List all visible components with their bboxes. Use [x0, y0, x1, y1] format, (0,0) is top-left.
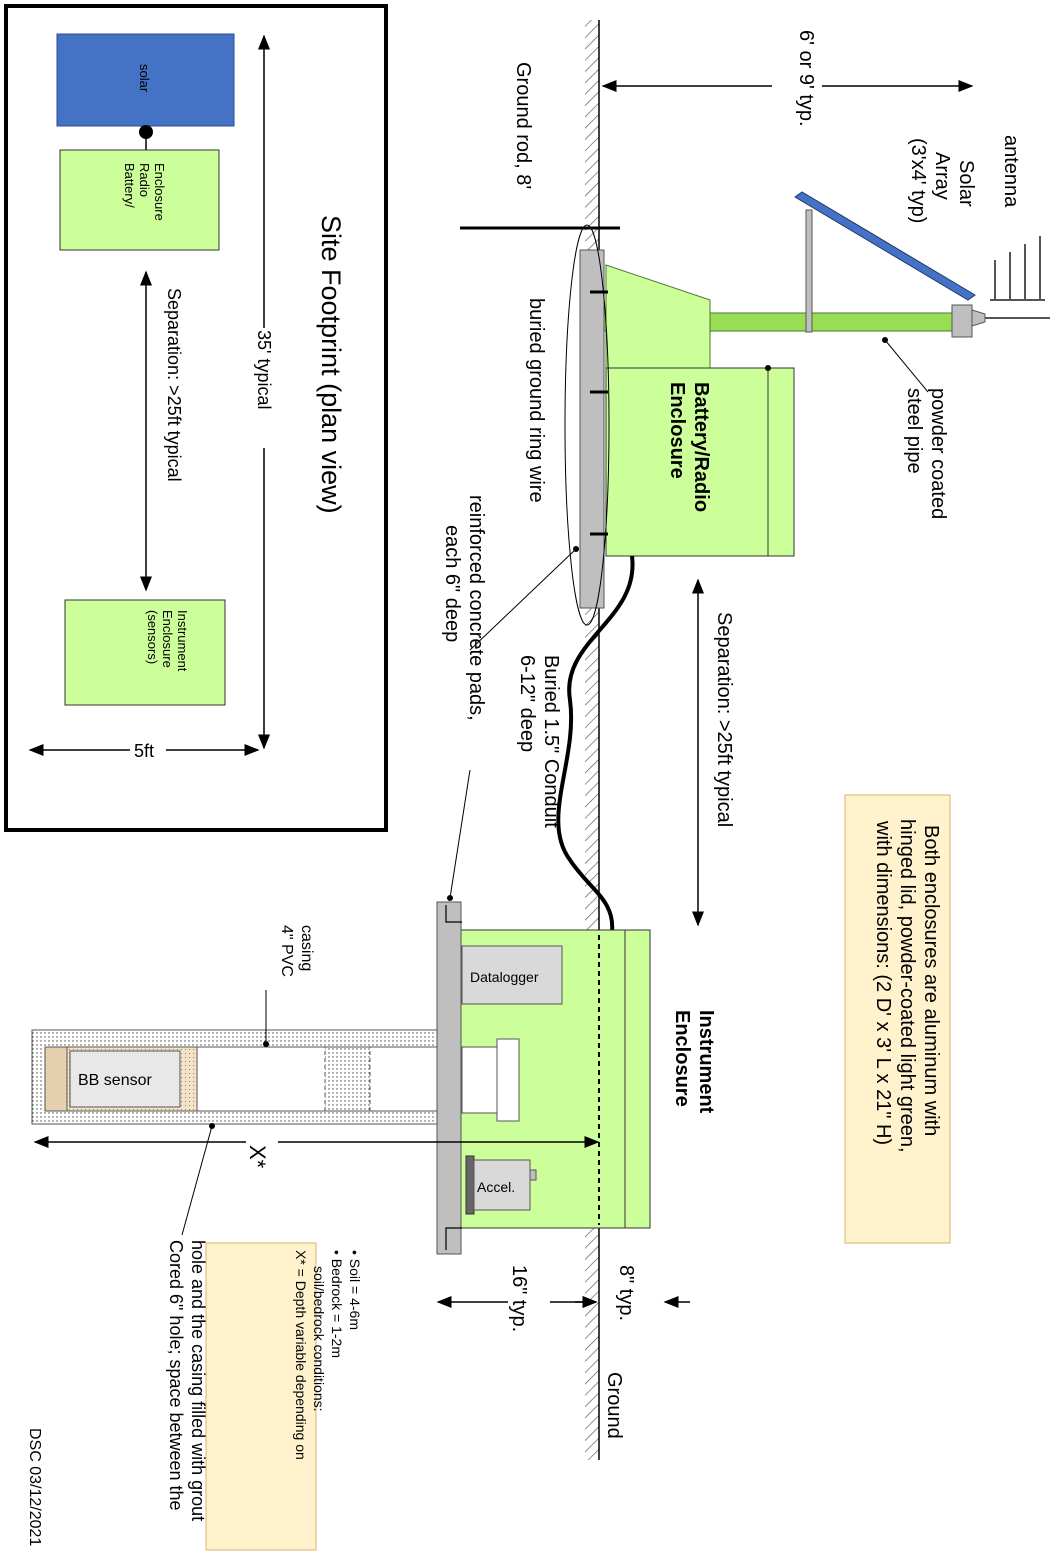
ground-surface: [585, 20, 600, 1460]
enclosure-note-text: Both enclosures are aluminum with hinged…: [872, 819, 942, 1158]
accel-plate: [465, 1155, 475, 1215]
plan-view-title: Site Footprint (plan view): [316, 215, 346, 514]
bb-sensor: [69, 1050, 181, 1108]
hole-leader-dot: [209, 1123, 215, 1129]
pipe-label: powder coated steel pipe: [903, 388, 949, 525]
pipe-leader-dot: [882, 337, 888, 343]
mount-bracket-plate: [496, 1038, 520, 1122]
enclosure-height-label: 8" typ.: [615, 1265, 637, 1321]
battery-enclosure-label: Battery/Radio Enclosure: [666, 382, 712, 518]
instrument-concrete-pad: [436, 901, 462, 1255]
pole-height-label: 6' or 9' typ.: [795, 30, 817, 127]
plan-solar-panel: [56, 33, 235, 127]
battery-hinge-dot: [765, 365, 771, 371]
casing-plug: [324, 1046, 371, 1112]
plan-view: Site Footprint (plan view) solar Battery…: [4, 4, 388, 832]
datalogger-box: [461, 945, 563, 1005]
plan-battery-enclosure: [59, 149, 220, 251]
mount-bracket-base: [461, 1046, 498, 1114]
antenna-mount: [971, 309, 986, 327]
instrument-side-elevation: Instrument Enclosure Datalogger Accel.: [436, 901, 717, 1255]
accel-connector: [529, 1169, 537, 1181]
pole-height-label-bg: [772, 30, 822, 150]
pads-leader-top: [469, 548, 577, 651]
instrument-pad-bolts: [445, 905, 462, 1250]
plan-length-label: 35' typical: [254, 330, 274, 409]
enclosure-bracket: [605, 264, 711, 371]
plan-length-label-bg: [252, 328, 274, 448]
ground-ring-wire: [564, 224, 610, 626]
battery-concrete-pad: [579, 249, 605, 609]
pipe-leader: [884, 339, 929, 393]
plan-instrument-label: Instrument Enclosure (sensors): [145, 610, 190, 675]
pads-leader-dot-bottom: [447, 895, 453, 901]
solar-panel: [794, 191, 976, 301]
pvc-leader-dot: [263, 1041, 269, 1047]
ground-rod-label: Ground rod, 8': [512, 62, 534, 189]
buried-conduit: [556, 555, 635, 933]
hole-leader: [181, 1125, 213, 1236]
pads-leader-bottom: [449, 769, 471, 899]
plan-width-label: 5ft: [134, 741, 154, 761]
conduit-label: Buried 1.5" Conduit 6-12" deep: [516, 655, 562, 833]
accel-label: Accel.: [477, 1179, 515, 1195]
pole-cap: [951, 304, 973, 338]
solar-array-label: Solar Array (3'x4' typ): [907, 138, 977, 223]
ground-hatching: [585, 20, 599, 1460]
pvc-label: 4" PVC casing: [278, 925, 315, 981]
depth-note: X* = Depth variable depending on soil/be…: [205, 1242, 363, 1551]
borehole: BB sensor 4" PVC casing X* Cored 6" hole…: [31, 925, 600, 1521]
credit-label: DSC 03/12/2021: [26, 1428, 43, 1546]
plan-width-label-bg: [130, 738, 166, 762]
antenna-icon: [985, 236, 1050, 319]
plan-instrument-enclosure: [64, 599, 226, 706]
depth-label-bg: [246, 1130, 278, 1170]
hole-label: Cored 6" hole; space between the hole an…: [166, 1240, 208, 1521]
instrument-enclosure-label: Instrument Enclosure: [671, 1010, 717, 1119]
plan-view-frame: [4, 4, 388, 832]
pads-leader-dot-top: [573, 546, 579, 552]
pad-depth-label: 16" typ.: [508, 1265, 530, 1332]
pad-depth-label-bg: [508, 1262, 550, 1342]
battery-enclosure: [605, 367, 795, 557]
antenna-label: antenna: [1000, 135, 1022, 208]
accel-sensor: [473, 1159, 531, 1211]
pads-label: reinforced concrete pads, each 6" deep: [441, 495, 487, 726]
datalogger-label: Datalogger: [470, 969, 539, 985]
enclosure-note-box: [844, 794, 951, 1244]
ground-label: Ground: [603, 1372, 625, 1439]
bb-sensor-label: BB sensor: [78, 1072, 152, 1089]
depth-note-text: X* = Depth variable depending on soil/be…: [293, 1250, 363, 1464]
depth-note-box: [205, 1242, 317, 1551]
battery-side-elevation: antenna Solar Array (3'x4' typ) 6' or 9'…: [441, 30, 1050, 933]
ground-ring-label: buried ground ring wire: [525, 298, 547, 503]
plan-solar-label: solar: [137, 64, 152, 93]
plan-separation-label: Separation: >25ft typical: [164, 288, 184, 482]
depth-label: X*: [245, 1145, 270, 1169]
plan-battery-label: Battery/ Radio Enclosure: [122, 163, 167, 221]
casing-bottom-cap: [44, 1046, 68, 1112]
plan-solar-pole-dot: [139, 125, 153, 139]
enclosure-note: Both enclosures are aluminum with hinged…: [844, 794, 951, 1244]
solar-brace: [805, 209, 813, 333]
separation-label: Separation: >25ft typical: [713, 612, 735, 827]
